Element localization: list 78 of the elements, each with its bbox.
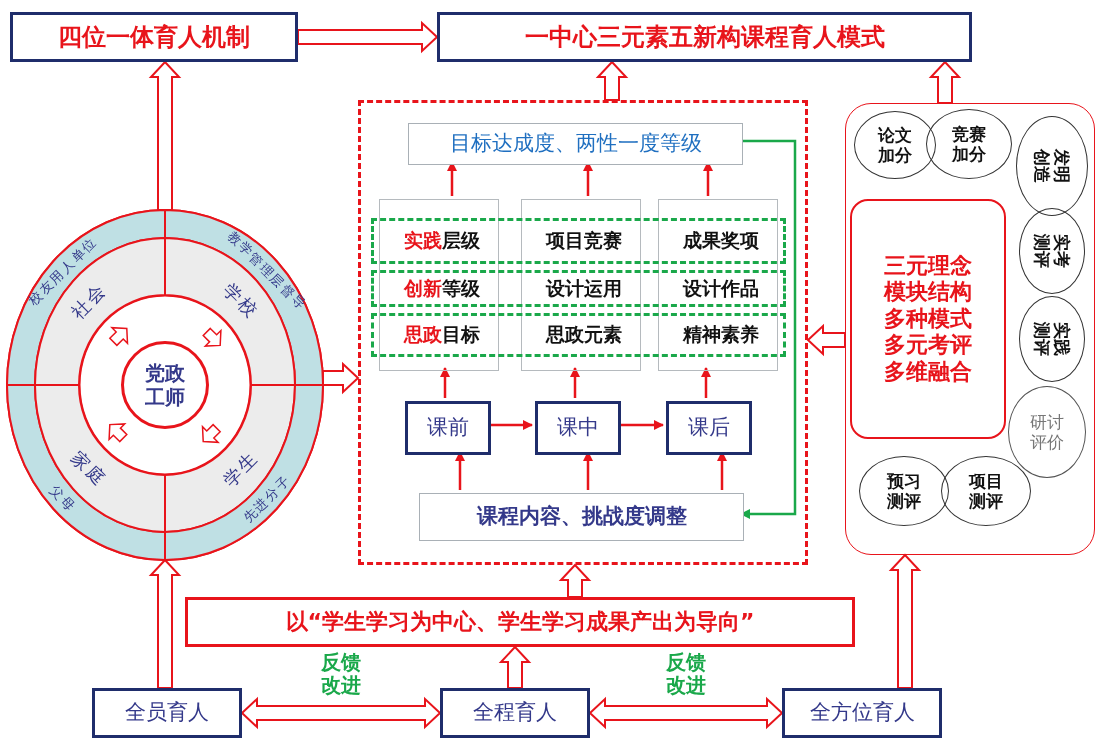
- row-label: 实践层级: [404, 230, 480, 252]
- node-label: 党政工师: [144, 361, 186, 409]
- row-label: 思政元素: [546, 324, 622, 346]
- row-label: 成果奖项: [683, 230, 759, 252]
- node-label: 发明创造: [1031, 148, 1073, 185]
- result-box: [408, 123, 743, 165]
- node-label: 三元理念: [884, 253, 972, 280]
- ring-segment: [7, 385, 165, 560]
- concept-box: [850, 199, 1006, 439]
- node-label: 四位一体育人机制: [58, 22, 250, 52]
- node-label: 实考测评: [1031, 233, 1073, 270]
- row-frame: [371, 313, 786, 357]
- education-box: [782, 688, 942, 738]
- node-label: 多种模式: [884, 305, 972, 333]
- node-label: 竞赛加分: [951, 123, 987, 165]
- hollow-arrow: [240, 696, 442, 730]
- node-label: 学校: [219, 279, 264, 323]
- title-box: [437, 12, 972, 62]
- column-box: [521, 199, 641, 371]
- node-label: 社会: [66, 279, 111, 323]
- node-label: 项目测评: [967, 470, 1004, 512]
- row-label: 设计运用: [546, 277, 622, 300]
- node-label: 多元考评: [884, 332, 972, 359]
- node-label: 实践测评: [1031, 321, 1073, 358]
- node-label: 多维融合: [884, 358, 972, 385]
- hollow-arrow: [321, 361, 360, 395]
- hollow-arrow: [558, 563, 592, 598]
- row-frame: [371, 270, 786, 307]
- node-label: 全方位育人: [809, 700, 915, 726]
- ring-segment: [165, 385, 295, 532]
- row-label: 思政目标: [404, 324, 480, 346]
- adjust-box: [419, 493, 744, 541]
- hollow-arrow: [297, 20, 439, 54]
- row-label: 创新等级: [404, 277, 480, 300]
- edge-label: 反馈改进: [320, 651, 362, 697]
- hollow-arrow: [928, 60, 962, 104]
- hollow-arrow: [588, 696, 784, 730]
- stage-box: [535, 401, 621, 455]
- education-box: [440, 688, 590, 738]
- ring-segment: [35, 385, 165, 532]
- evaluation-panel: [845, 103, 1095, 555]
- node-label: 论文加分: [876, 124, 913, 166]
- row-label: 设计作品: [683, 277, 759, 300]
- hollow-arrow: [595, 60, 629, 101]
- node-label: 目标达成度、两性一度等级: [449, 131, 702, 157]
- edge-label: 反馈改进: [665, 651, 707, 697]
- education-box: [92, 688, 242, 738]
- node-label: 课中: [557, 415, 599, 441]
- row-frame: [371, 218, 786, 264]
- dashed-frame: [358, 100, 808, 565]
- node-label: 一中心三元素五新构课程育人模式: [524, 22, 885, 52]
- stage-box: [666, 401, 752, 455]
- node-label: 课前: [427, 415, 469, 441]
- arrow: [570, 367, 580, 398]
- column-box: [379, 199, 499, 371]
- hollow-arrow: [498, 645, 532, 689]
- hollow-arrow: [888, 553, 922, 689]
- node-label: 预习测评: [885, 470, 922, 512]
- row-label: 精神素养: [683, 324, 759, 346]
- row-label: 项目竞赛: [546, 230, 622, 252]
- ring-segment: [165, 385, 323, 560]
- ring-diagram: [7, 210, 323, 560]
- title-box: [10, 12, 298, 62]
- hollow-arrow: [806, 323, 846, 357]
- stage-box: [405, 401, 491, 455]
- hollow-arrow: [148, 558, 182, 689]
- node-label: 模块结构: [884, 279, 972, 306]
- arrow: [701, 367, 711, 398]
- node-label: 全员育人: [125, 700, 209, 726]
- arrow: [440, 367, 450, 398]
- node-label: 以“学生学习为中心、学生学习成果产出为导向”: [285, 608, 755, 636]
- hollow-arrow: [148, 60, 182, 211]
- node-label: 课后: [688, 415, 730, 441]
- column-box: [658, 199, 778, 371]
- node-label: 全程育人: [473, 700, 557, 726]
- node-label: 研讨评价: [1029, 411, 1065, 453]
- principle-box: [185, 597, 855, 647]
- node-label: 课程内容、挑战度调整: [476, 504, 687, 530]
